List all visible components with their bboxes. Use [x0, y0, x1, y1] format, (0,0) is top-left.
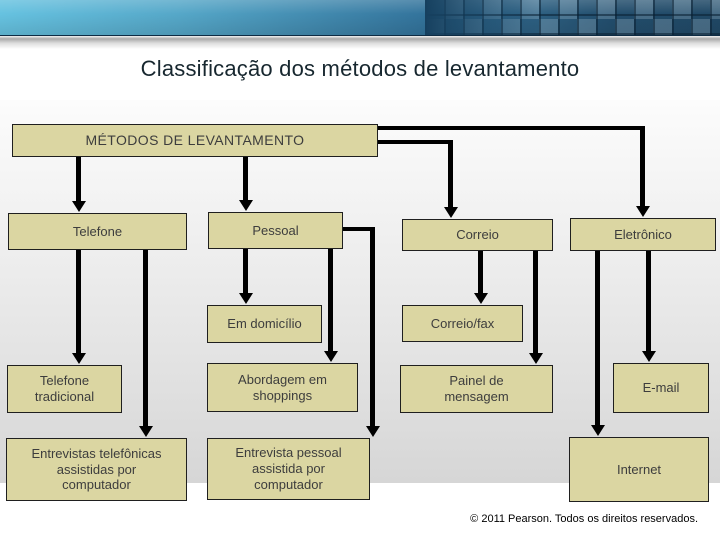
node-telefone-tradicional: Telefone tradicional [7, 365, 122, 413]
node-eletronico: Eletrônico [570, 218, 716, 251]
node-telefone: Telefone [8, 213, 187, 250]
node-internet: Internet [569, 437, 709, 502]
header-bar [0, 0, 720, 36]
arrow-eletronico-to-internet [595, 250, 600, 425]
node-pessoal: Pessoal [208, 212, 343, 249]
arrow-pessoal-to-em-domicilio [243, 249, 248, 293]
node-email: E-mail [613, 363, 709, 413]
content-background [0, 100, 720, 483]
arrow-correio-to-correio-fax [478, 251, 483, 293]
arrow-metodos-to-eletronico [640, 126, 645, 206]
node-entrevistas-telefonicas: Entrevistas telefônicas assistidas por c… [6, 438, 187, 501]
node-correio-fax: Correio/fax [402, 305, 523, 342]
header-mosaic-decoration [425, 0, 720, 35]
node-entrevista-pessoal: Entrevista pessoal assistida por computa… [207, 438, 370, 500]
node-abordagem-shoppings: Abordagem em shoppings [207, 363, 358, 412]
node-metodos-de-levantamento: MÉTODOS DE LEVANTAMENTO [12, 124, 378, 157]
arrow-pessoal-to-entrevista-pessoal [370, 227, 375, 426]
arrow-telefone-to-telefone-tradicional [76, 250, 81, 353]
connector-pessoal-to-entrevista-pessoal-horizontal [343, 227, 375, 231]
connector-metodos-to-eletronico-horizontal [378, 126, 644, 130]
slide-title: Classificação dos métodos de levantament… [140, 56, 580, 81]
node-painel-mensagem: Painel de mensagem [400, 365, 553, 413]
header-shadow [0, 36, 720, 49]
arrow-correio-to-painel-mensagem [533, 251, 538, 353]
arrow-metodos-to-telefone [76, 157, 81, 201]
arrow-metodos-to-pessoal [243, 157, 248, 200]
arrow-telefone-to-entrevistas-telefonicas [143, 250, 148, 426]
copyright-footer: © 2011 Pearson. Todos os direitos reserv… [470, 513, 698, 525]
arrow-metodos-to-correio [448, 140, 453, 207]
connector-metodos-to-correio-horizontal [378, 140, 452, 144]
node-correio: Correio [402, 219, 553, 251]
arrow-eletronico-to-email [646, 250, 651, 351]
arrow-pessoal-to-abordagem-shoppings [328, 249, 333, 351]
node-em-domicilio: Em domicílio [207, 305, 322, 343]
